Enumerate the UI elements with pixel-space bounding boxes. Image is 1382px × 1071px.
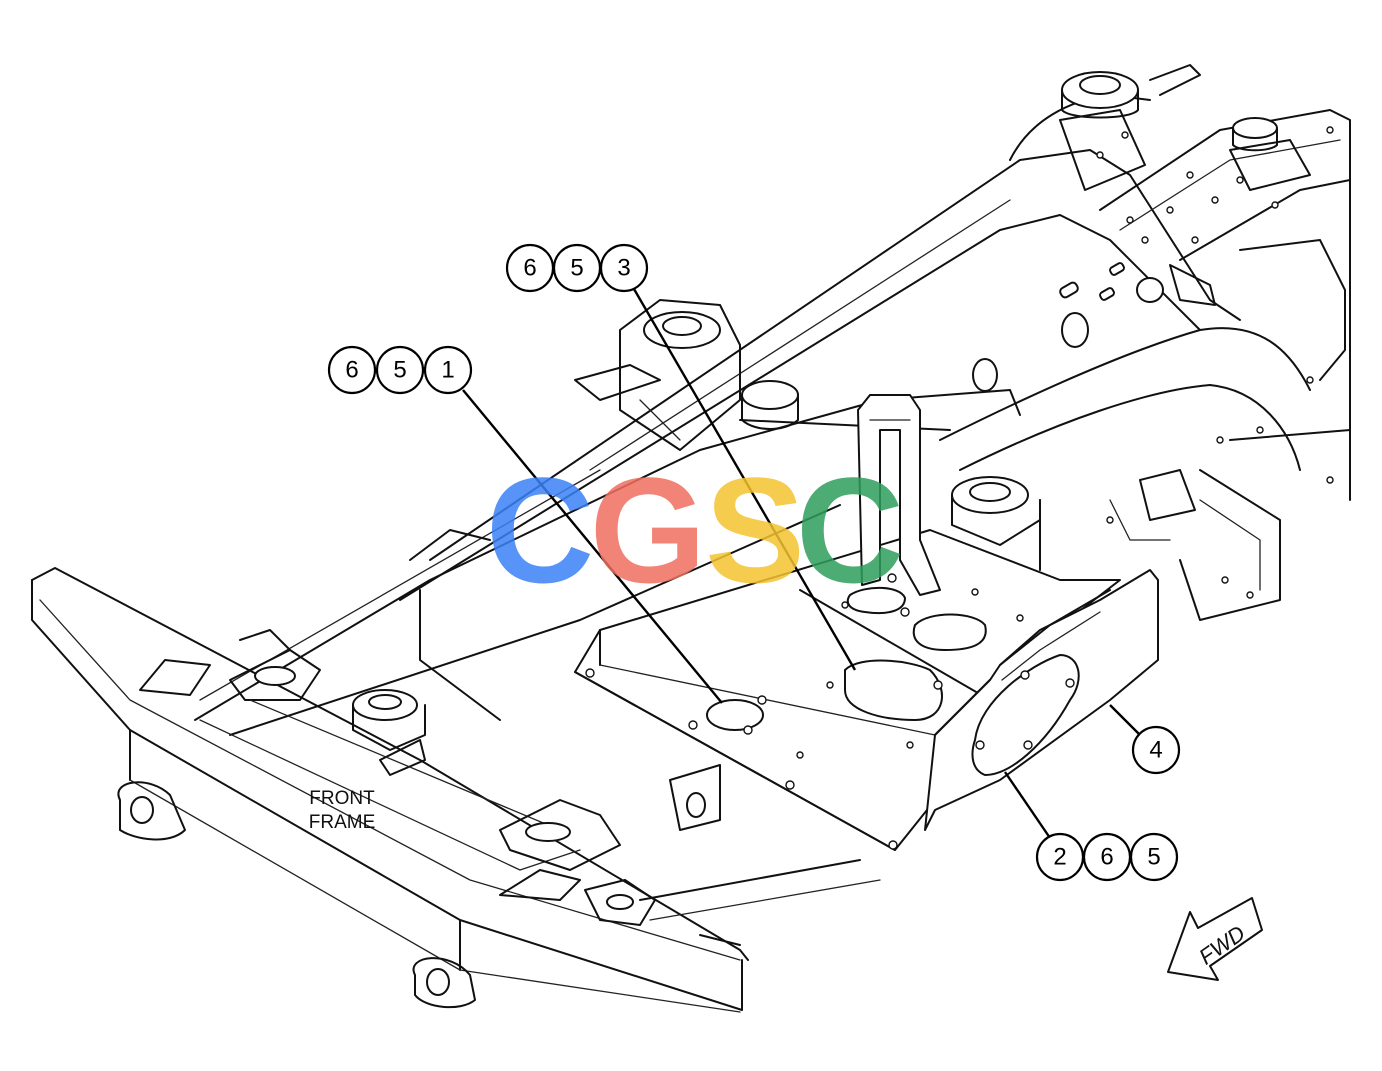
callout-3-balloon-c	[599, 243, 649, 293]
leader-1	[462, 389, 723, 704]
leader-3	[632, 288, 857, 671]
callout-1-balloon-b	[375, 345, 425, 395]
watermark: C G S C	[486, 446, 904, 614]
callout-3-digit-c: 3	[617, 255, 630, 282]
callout-2-digit-a: 2	[1053, 844, 1066, 871]
callout-1: 6 5 1	[327, 345, 473, 395]
leader-4	[1109, 704, 1141, 736]
callout-2: 2 6 5	[1035, 832, 1179, 882]
rear-frame	[399, 64, 1351, 621]
callout-3: 6 5 3	[505, 243, 649, 293]
side-plate	[924, 569, 1159, 831]
callout-1-balloon-c	[423, 345, 473, 395]
rear-frame-bolts	[1096, 126, 1334, 599]
callout-4-digit: 4	[1149, 737, 1162, 764]
watermark-letter-4: C	[796, 446, 904, 614]
callout-3-digit-b: 5	[570, 255, 583, 282]
front-frame-label-line1: FRONT	[309, 788, 375, 809]
guard-plate-bolts	[585, 573, 1024, 850]
callout-2-digit-b: 6	[1100, 844, 1113, 871]
callout-4: 4	[1131, 725, 1181, 775]
watermark-letter-3: S	[705, 446, 805, 614]
left-mount-assembly	[574, 299, 1021, 451]
callout-1-digit-a: 6	[345, 357, 358, 384]
watermark-letter-1: C	[486, 446, 594, 614]
callout-4-balloon	[1131, 725, 1181, 775]
front-frame	[31, 399, 881, 1013]
callout-2-balloon-c	[1129, 832, 1179, 882]
callout-1-digit-c: 1	[441, 357, 454, 384]
leader-2	[1004, 771, 1051, 839]
callout-1-balloon-a	[327, 345, 377, 395]
callout-2-digit-c: 5	[1147, 844, 1160, 871]
watermark-letter-2: G	[590, 446, 707, 614]
callout-3-digit-a: 6	[523, 255, 536, 282]
leader-lines	[462, 288, 1141, 839]
callout-1-digit-b: 5	[393, 357, 406, 384]
front-frame-label-line2: FRAME	[309, 812, 376, 833]
fwd-arrow: FWD	[1167, 897, 1263, 981]
